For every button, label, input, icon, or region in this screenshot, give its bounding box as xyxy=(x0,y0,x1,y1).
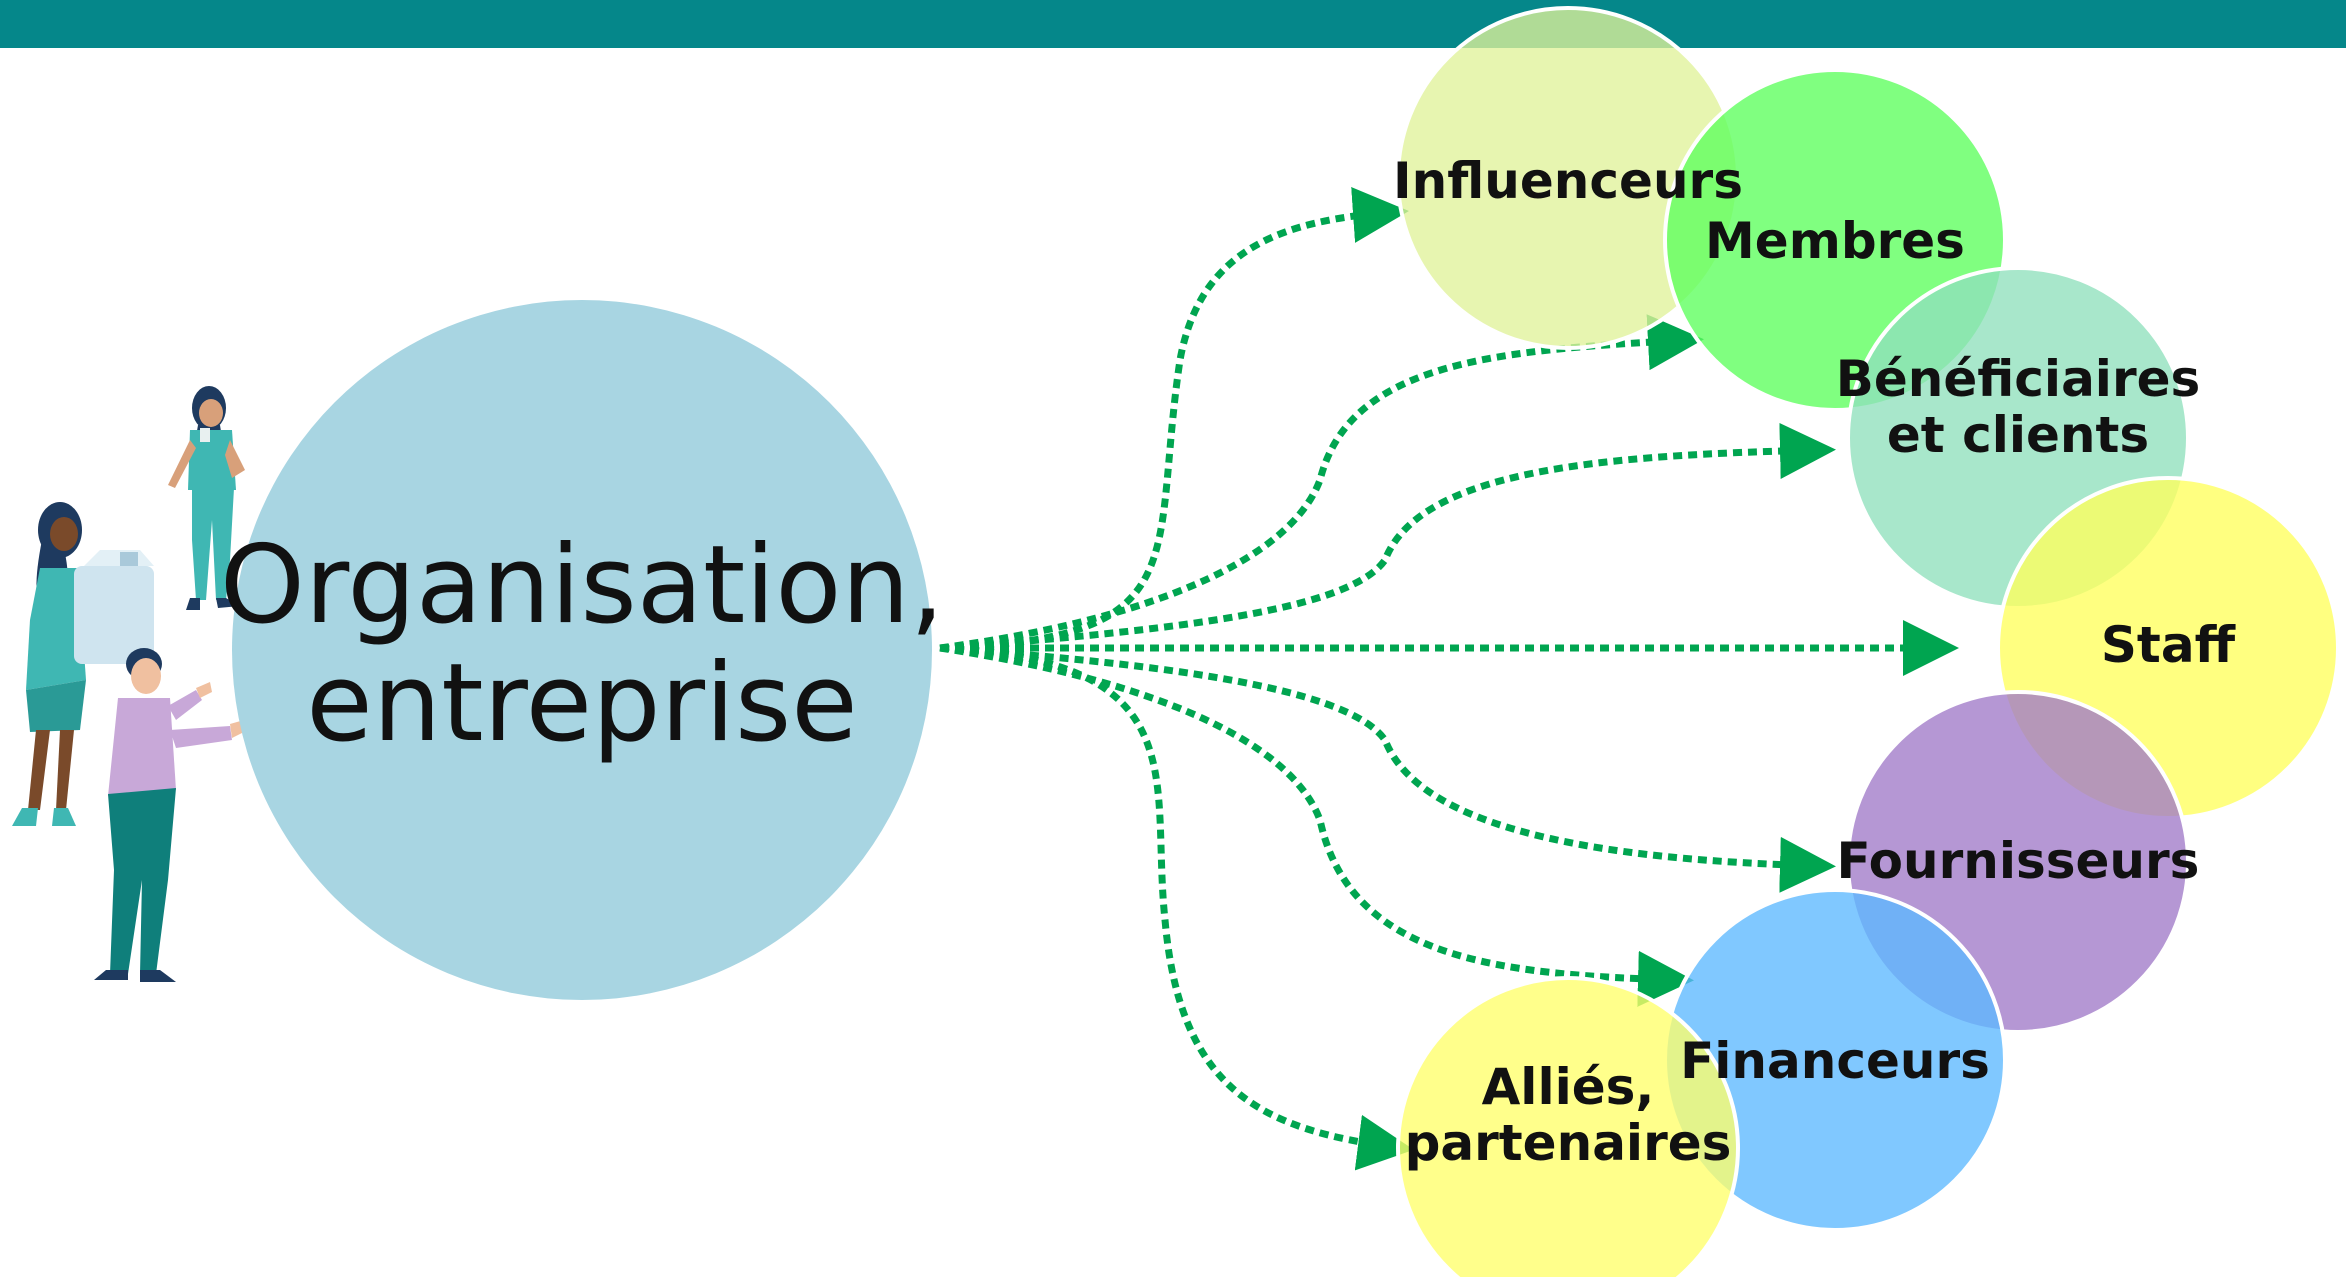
allies-label-line-2: partenaires xyxy=(1405,1114,1732,1172)
staff-label-line-1: Staff xyxy=(2101,616,2236,674)
center-label-line-2: entreprise xyxy=(306,641,857,766)
people-illustration xyxy=(12,386,245,982)
arrow-to-allies xyxy=(939,644,1414,1171)
arrow-to-beneficiaires xyxy=(939,422,1836,652)
arrow-to-influenceurs xyxy=(939,186,1409,652)
arrow-to-fournisseurs xyxy=(939,644,1836,893)
beneficiaires-label-line-2: et clients xyxy=(1887,406,2149,464)
connection-arrows xyxy=(939,186,1959,1171)
membres-label-line-1: Membres xyxy=(1705,212,1965,270)
influenceurs-label-line-1: Influenceurs xyxy=(1393,152,1743,210)
fournisseurs-label-line-1: Fournisseurs xyxy=(1837,832,2200,890)
organisation-circle xyxy=(232,300,932,1000)
allies-circle xyxy=(1396,976,1740,1277)
woman-carrying-box-figure xyxy=(12,502,154,826)
arrow-to-membres xyxy=(939,314,1704,652)
center-label-line-1: Organisation, xyxy=(220,523,944,648)
beneficiaires-label-line-1: Bénéficiaires xyxy=(1836,350,2201,408)
woman-standing-figure xyxy=(168,386,245,610)
arrow-to-financeurs xyxy=(939,644,1694,1007)
man-pointing-figure xyxy=(94,648,244,982)
header-bar xyxy=(0,0,2346,48)
financeurs-label-line-1: Financeurs xyxy=(1680,1032,1990,1090)
allies-label-line-1: Alliés, xyxy=(1482,1058,1655,1116)
